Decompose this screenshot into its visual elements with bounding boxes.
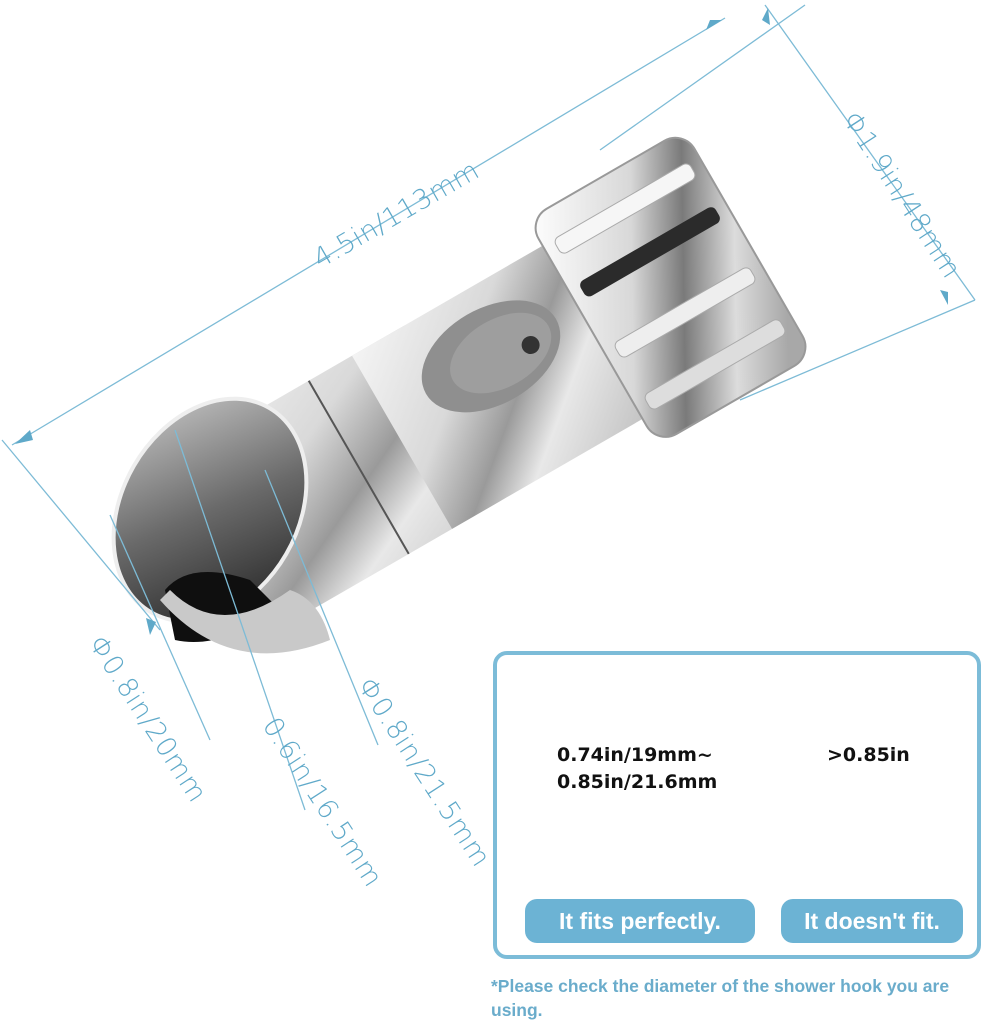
dimension-lines: [1, 4, 976, 811]
dimension-arrows: [15, 8, 948, 635]
fit-guide-panel: 0.74in/19mm~ 0.85in/21.6mm >0.85in It fi…: [493, 651, 981, 959]
fit-range-line2: 0.85in/21.6mm: [557, 771, 718, 793]
fits-perfectly-badge: It fits perfectly.: [525, 899, 755, 943]
fit-range-line1: 0.74in/19mm~: [557, 744, 713, 766]
nofit-range: >0.85in: [827, 744, 910, 766]
fit-range: 0.74in/19mm~ 0.85in/21.6mm: [557, 742, 717, 796]
diameter-note: *Please check the diameter of the shower…: [491, 976, 950, 1020]
doesnt-fit-badge: It doesn't fit.: [781, 899, 963, 943]
hook-cup: [111, 396, 330, 654]
